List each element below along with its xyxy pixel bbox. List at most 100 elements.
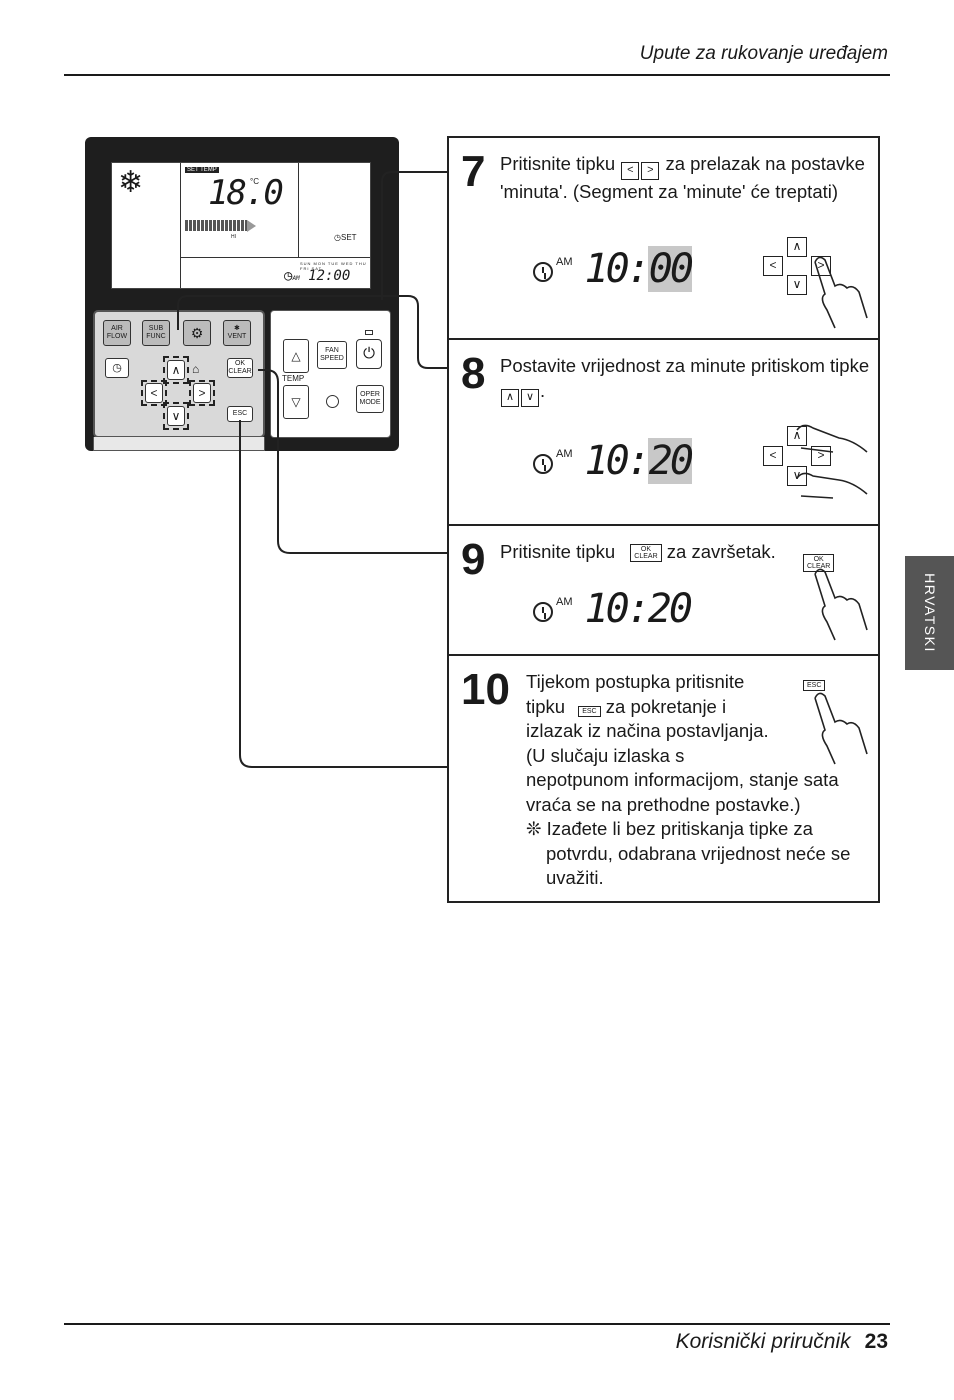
temp-down-button[interactable]: ▽ xyxy=(283,385,309,419)
step-number: 10 xyxy=(461,665,510,714)
down-key-icon: ∨ xyxy=(787,275,807,295)
page-number: 23 xyxy=(864,1330,888,1353)
pressing-hand-icon xyxy=(814,568,868,641)
step-text: Tijekom postupka pritisnite tipku ESC za… xyxy=(526,670,876,891)
readout-am: AM xyxy=(556,596,573,608)
remote-lcd: ❄ SET TEMP 18.0 °C HI ◷SET SUN MON TUE W… xyxy=(111,162,371,289)
connector-step-7 xyxy=(381,171,447,300)
clock-icon xyxy=(533,454,553,474)
timer-button[interactable]: ◷ xyxy=(105,358,129,378)
time-readout: AM 10:00 xyxy=(533,246,694,292)
esc-button[interactable]: ESC xyxy=(227,406,253,422)
left-key-icon: < xyxy=(621,162,640,180)
settings-button[interactable]: ⚙ xyxy=(183,320,211,346)
lcd-weekdays: SUN MON TUE WED THU FRI SAT xyxy=(300,261,367,271)
fan-speed-bar xyxy=(185,220,247,231)
blinking-minutes: 00 xyxy=(647,246,694,292)
readout-am: AM xyxy=(556,448,573,460)
highlight-right xyxy=(189,380,215,406)
lcd-divider xyxy=(298,163,299,258)
lcd-fan-level: HI xyxy=(231,234,236,240)
right-button[interactable]: > xyxy=(193,383,211,403)
readout-digits: 10:20 xyxy=(584,438,694,484)
temp-label: TEMP xyxy=(282,374,305,383)
step-7: 7 Pritisnite tipku <> za prelazak na pos… xyxy=(449,138,878,340)
fan-speed-arrow-icon xyxy=(247,220,256,232)
lcd-temp-unit: °C xyxy=(250,177,259,186)
right-key-icon: > xyxy=(641,162,660,180)
up-key-icon: ∧ xyxy=(787,237,807,257)
up-key-icon: ∧ xyxy=(787,426,807,446)
connector-step-10 xyxy=(239,420,447,768)
clock-icon xyxy=(533,602,553,622)
power-button[interactable]: ⏻ xyxy=(356,339,382,369)
readout-digits: 10:00 xyxy=(584,246,694,292)
highlight-up xyxy=(163,356,189,384)
left-key-icon: < xyxy=(763,256,783,276)
header-title: Upute za rukovanje uređajem xyxy=(639,43,888,64)
gear-icon: ⚙ xyxy=(190,325,204,341)
step-number: 9 xyxy=(461,535,486,584)
instruction-steps: 7 Pritisnite tipku <> za prelazak na pos… xyxy=(447,136,880,903)
temp-up-button[interactable]: △ xyxy=(283,339,309,373)
connector-step-9 xyxy=(258,369,447,554)
clock-icon: ◷ xyxy=(112,362,122,374)
left-key-icon: < xyxy=(763,446,783,466)
clock-icon xyxy=(533,262,553,282)
blinking-minutes: 20 xyxy=(647,438,694,484)
header-rule xyxy=(64,74,890,76)
highlight-down xyxy=(163,402,189,430)
power-indicator xyxy=(365,330,373,335)
time-readout: AM 10:20 xyxy=(533,586,693,632)
left-button[interactable]: < xyxy=(145,383,163,403)
up-key-icon: ∧ xyxy=(501,388,519,407)
lcd-divider xyxy=(180,257,370,258)
time-readout: AM 10:20 xyxy=(533,438,694,484)
up-button[interactable]: ∧ xyxy=(167,360,185,380)
esc-key-icon: ESC xyxy=(578,705,601,717)
step-note: ❊ Izađete li bez pritiskanja tipke za po… xyxy=(526,818,851,888)
readout-am: AM xyxy=(556,256,573,268)
lcd-timer-label: ◷SET xyxy=(334,233,357,242)
step-number: 7 xyxy=(461,147,486,196)
remote-bottom-edge xyxy=(93,437,265,451)
footer-rule xyxy=(64,1323,890,1325)
cooling-mode-icon: ❄ xyxy=(118,166,144,199)
esc-key-icon: ESC xyxy=(803,680,826,691)
step-10: 10 Tijekom postupka pritisnite tipku ESC… xyxy=(449,656,878,905)
language-tab[interactable]: HRVATSKI xyxy=(905,556,954,670)
lcd-temperature: 18.0 xyxy=(208,173,284,213)
remote-controller: ❄ SET TEMP 18.0 °C HI ◷SET SUN MON TUE W… xyxy=(85,137,399,451)
pressing-hands-icon xyxy=(796,424,868,499)
power-icon: ⏻ xyxy=(363,345,375,362)
lcd-clock-time: 12:00 xyxy=(308,268,351,284)
vent-icon: ✱ xyxy=(234,325,240,332)
step-number: 8 xyxy=(461,349,486,398)
step-text: Pritisnite tipku <> za prelazak na posta… xyxy=(500,153,865,202)
footer: Korisnički priručnik 23 xyxy=(676,1330,888,1354)
lcd-set-temp-label: SET TEMP xyxy=(185,167,219,173)
home-icon: ⌂ xyxy=(192,362,200,376)
down-key-icon: ∨ xyxy=(521,388,539,407)
connector-step-8 xyxy=(177,295,447,369)
pressing-hand-icon xyxy=(814,692,868,765)
lcd-clock: ◷AM 12:00 xyxy=(284,268,351,284)
lcd-timer-text: SET xyxy=(340,233,357,242)
lcd-divider xyxy=(180,163,181,288)
down-button[interactable]: ∨ xyxy=(167,406,185,426)
readout-digits: 10:20 xyxy=(584,586,693,632)
highlight-left xyxy=(141,380,167,406)
vent-button[interactable]: ✱VENT xyxy=(223,320,251,346)
footer-title: Korisnički priručnik xyxy=(675,1330,851,1353)
step-text: Postavite vrijednost za minute pritiskom… xyxy=(500,354,870,407)
